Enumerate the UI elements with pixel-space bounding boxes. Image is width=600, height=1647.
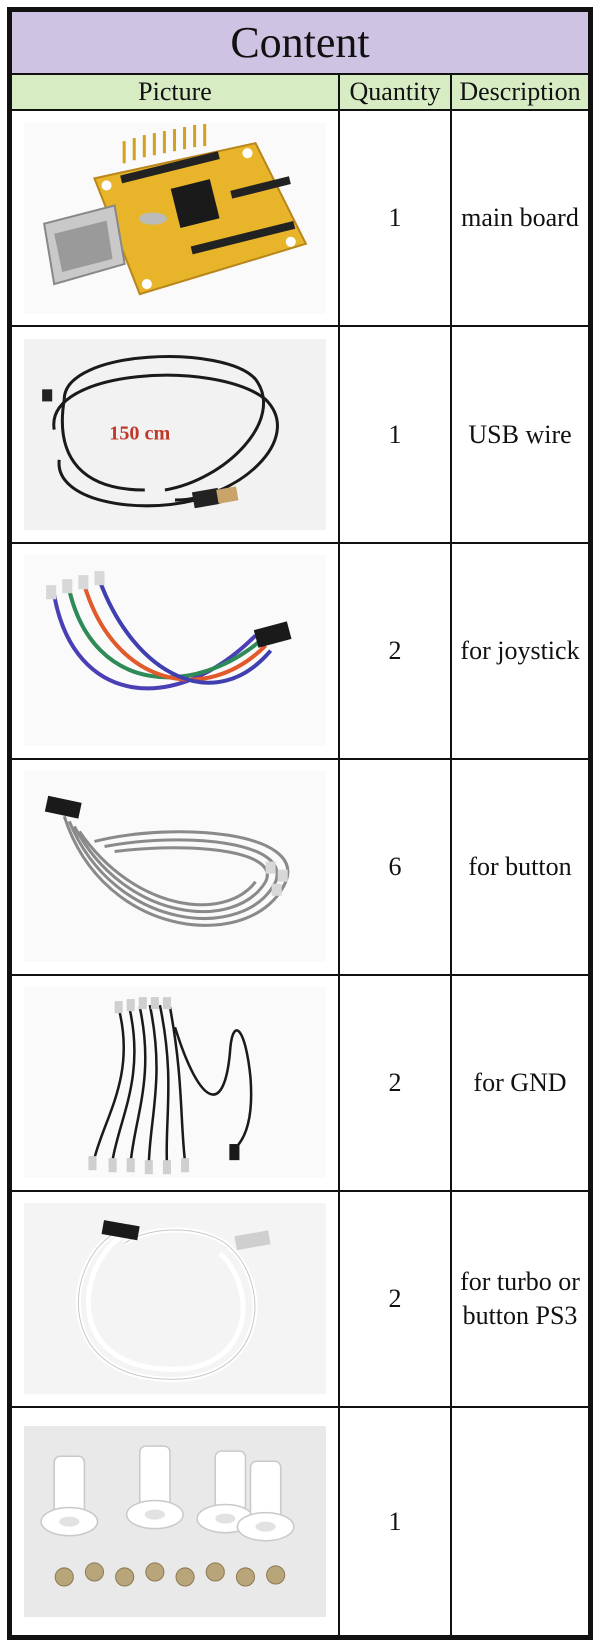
description-cell: for button	[450, 757, 590, 976]
header-picture: Picture	[10, 72, 340, 112]
quantity-cell: 1	[338, 325, 452, 544]
turbo-wire-image	[24, 1203, 326, 1395]
picture-mounting-kit	[10, 1405, 340, 1638]
quantity-cell: 2	[338, 973, 452, 1192]
joystick-wires-image	[24, 554, 326, 747]
table-row: 1 main board	[10, 109, 590, 328]
gnd-wires-image	[24, 987, 326, 1179]
description-cell: for joystick	[450, 541, 590, 760]
quantity-cell: 1	[338, 1405, 452, 1638]
table-row: 2 for GND	[10, 973, 590, 1192]
quantity-cell: 1	[338, 109, 452, 328]
button-wires-image	[24, 771, 326, 963]
description-cell: main board	[450, 109, 590, 328]
description-cell: USB wire	[450, 325, 590, 544]
quantity-cell: 6	[338, 757, 452, 976]
header-description: Description	[450, 72, 590, 112]
description-cell: for turbo or button PS3	[450, 1189, 590, 1408]
table-row: 2 for turbo or button PS3	[10, 1189, 590, 1408]
description-cell: for GND	[450, 973, 590, 1192]
quantity-cell: 2	[338, 1189, 452, 1408]
mounting-kit-image	[24, 1425, 326, 1618]
table-row: 1	[10, 1405, 590, 1638]
picture-main-board	[10, 109, 340, 328]
picture-turbo-wire	[10, 1189, 340, 1408]
description-cell	[450, 1405, 590, 1638]
content-table: Content Picture Quantity Description	[10, 10, 590, 1638]
picture-button-wires	[10, 757, 340, 976]
table-row: 6 for button	[10, 757, 590, 976]
table-row: 2 for joystick	[10, 541, 590, 760]
quantity-cell: 2	[338, 541, 452, 760]
table-title: Content	[10, 10, 590, 75]
picture-joystick-wires	[10, 541, 340, 760]
main-board-image	[24, 122, 326, 314]
usb-wire-image: 150 cm	[24, 338, 326, 531]
picture-gnd-wires	[10, 973, 340, 1192]
table-row: 150 cm 1 USB wire	[10, 325, 590, 544]
usb-wire-length-label: 150 cm	[109, 422, 170, 444]
picture-usb-wire: 150 cm	[10, 325, 340, 544]
content-table-frame: Content Picture Quantity Description	[7, 7, 593, 1640]
header-quantity: Quantity	[338, 72, 452, 112]
